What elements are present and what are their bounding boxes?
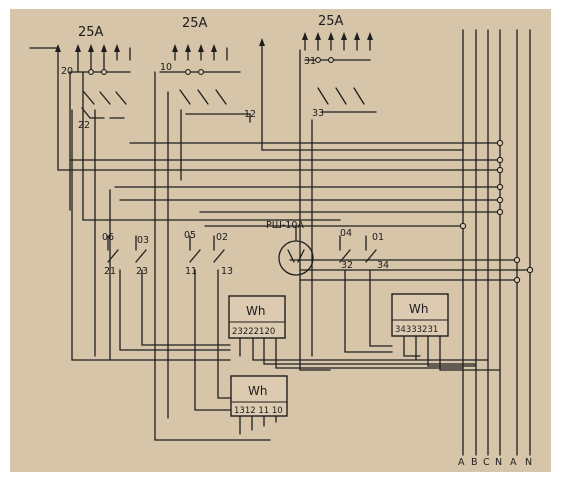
switch-label-01: 01 (372, 232, 384, 243)
breaker-2-rating: 25A (182, 16, 208, 31)
meter-1-symbol: Wh (246, 304, 265, 318)
switch-label-05: 05 (184, 230, 196, 241)
socket-label: РШ-10А (266, 220, 304, 231)
meter-1-terminals: 23222120 (232, 327, 275, 337)
bus-label-c: C (483, 457, 490, 468)
switch-label-02: 02 (216, 232, 228, 243)
breaker-3-rating: 25A (318, 14, 344, 29)
breaker-1-rating: 25A (78, 25, 104, 40)
meter-2-symbol: Wh (409, 302, 428, 316)
breaker-3-in-label: 31 (304, 56, 316, 67)
bus-label-n: N (495, 457, 502, 468)
bus-label-a: A (458, 457, 465, 468)
breaker-1-out-label: 22 (78, 120, 90, 131)
bus-label-n2: N (525, 457, 532, 468)
switch-label-06: 06 (102, 232, 114, 243)
meter-box-1 (228, 295, 286, 339)
switch-out-32: 32 (341, 260, 353, 271)
switch-out-23: 23 (136, 266, 148, 277)
terminal-arrows (55, 32, 373, 52)
breaker-2-in-label: 10 (160, 62, 172, 73)
breaker-2-out-label: 12 (244, 109, 256, 120)
wiring (29, 29, 531, 456)
switch-out-34: 34 (377, 260, 389, 271)
meter-2-terminals: 34333231 (395, 325, 438, 335)
bus-label-b: B (471, 457, 478, 468)
junction-dots (88, 57, 534, 284)
switch-out-13: 13 (221, 266, 233, 277)
meter-3-symbol: Wh (248, 384, 267, 398)
switch-out-11: 11 (185, 266, 197, 277)
switch-label-04: 04 (340, 228, 352, 239)
breaker-3-out-label: 33 (312, 108, 324, 119)
breaker-1-in-label: 20 (61, 66, 73, 77)
meter-3-terminals: 1312 11 10 (234, 406, 283, 416)
switch-label-03: 03 (137, 235, 149, 246)
switch-out-21: 21 (104, 266, 116, 277)
bus-label-a2: A (510, 457, 517, 468)
meter-box-3 (230, 375, 288, 417)
meter-box-2 (391, 293, 449, 337)
